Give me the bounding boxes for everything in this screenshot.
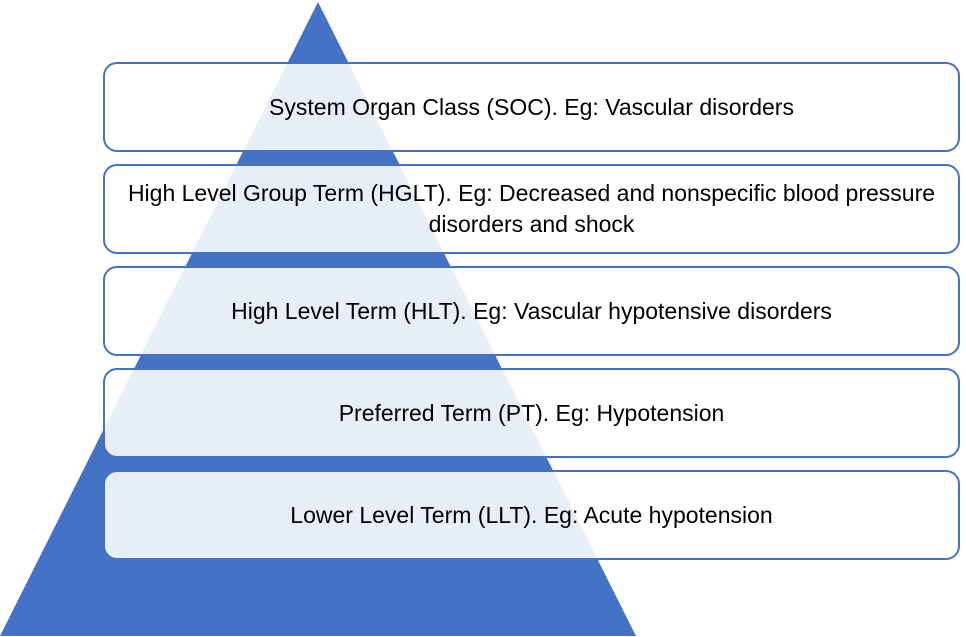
level-box-llt: Lower Level Term (LLT). Eg: Acute hypote… [103, 470, 960, 560]
level-box-soc: System Organ Class (SOC). Eg: Vascular d… [103, 62, 960, 152]
level-label-hglt: High Level Group Term (HGLT). Eg: Decrea… [127, 180, 936, 237]
level-label-hlt: High Level Term (HLT). Eg: Vascular hypo… [231, 297, 832, 324]
level-box-hglt: High Level Group Term (HGLT). Eg: Decrea… [103, 164, 960, 254]
level-box-hlt: High Level Term (HLT). Eg: Vascular hypo… [103, 266, 960, 356]
level-label-soc: System Organ Class (SOC). Eg: Vascular d… [269, 93, 794, 120]
level-label-pt: Preferred Term (PT). Eg: Hypotension [338, 399, 725, 426]
level-box-pt: Preferred Term (PT). Eg: Hypotension [103, 368, 960, 458]
level-label-llt: Lower Level Term (LLT). Eg: Acute hypote… [290, 501, 773, 528]
